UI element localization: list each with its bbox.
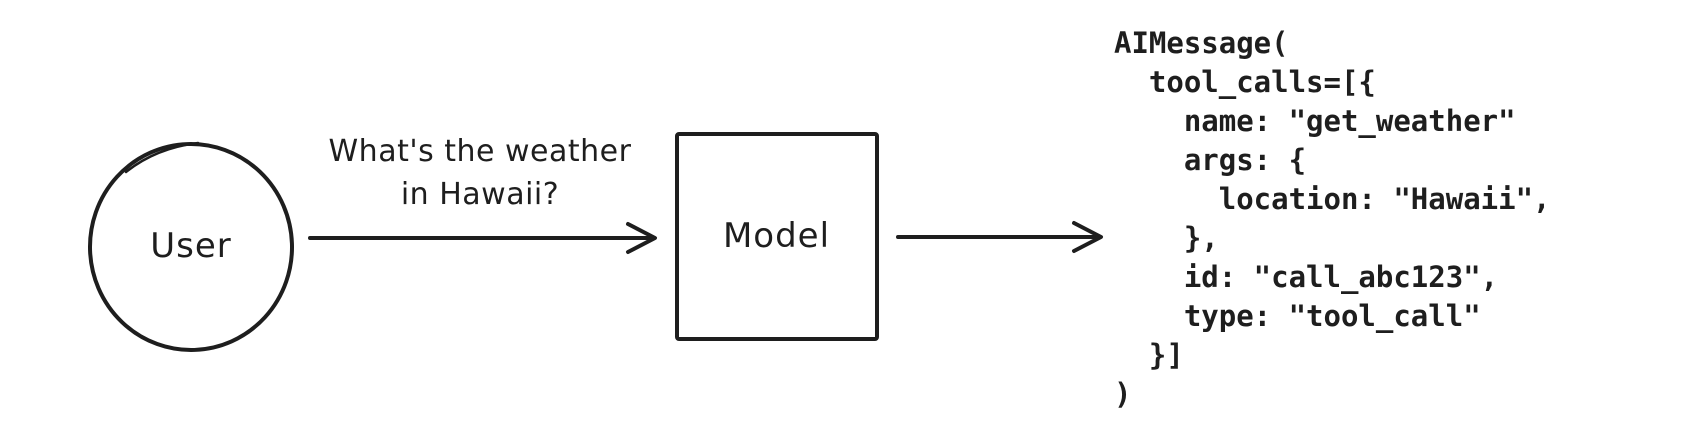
model-box xyxy=(675,132,879,341)
output-arrow-head-icon xyxy=(1072,221,1103,253)
request-message-line1: What's the weather xyxy=(328,134,632,169)
model-node-label: Model xyxy=(722,216,831,256)
user-node-label: User xyxy=(150,226,232,266)
request-arrow-head-icon xyxy=(626,222,657,254)
request-message-label: What's the weather in Hawaii? xyxy=(300,130,660,216)
user-circle-sketch-stroke xyxy=(124,141,200,174)
aimessage-code-block: AIMessage( tool_calls=[{ name: "get_weat… xyxy=(1114,26,1551,411)
request-message-line2: in Hawaii? xyxy=(400,177,560,212)
